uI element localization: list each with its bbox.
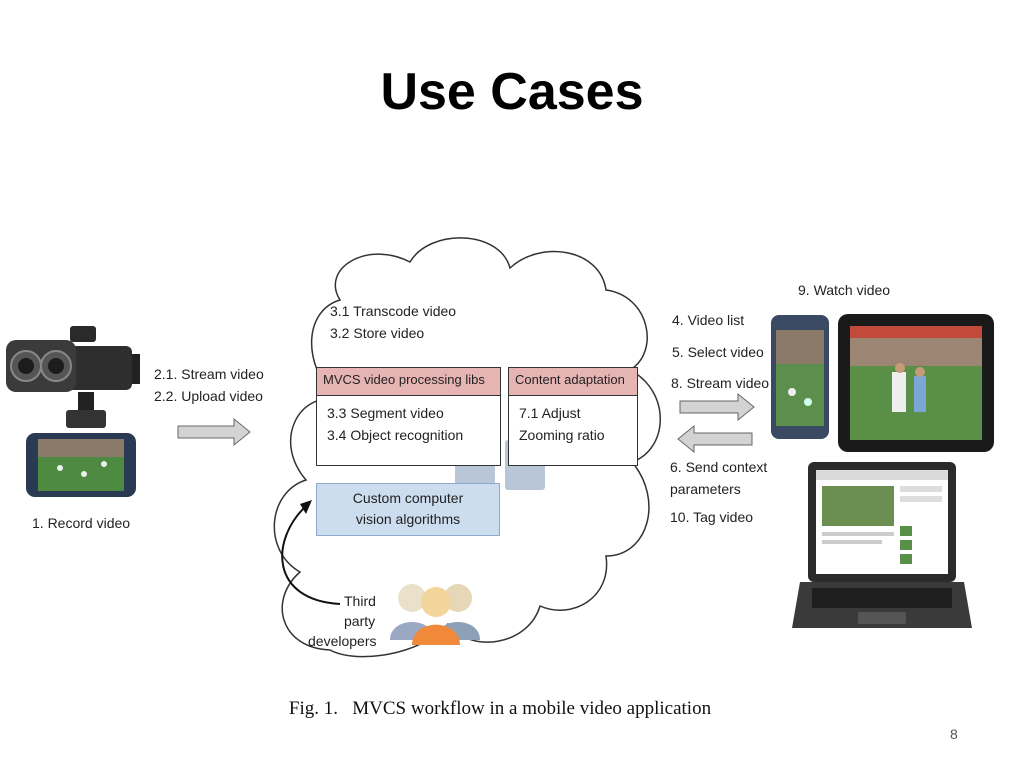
slide-title: Use Cases — [380, 63, 644, 121]
store-label: 3.2 Store video — [330, 325, 425, 341]
developers-people-icon — [390, 584, 480, 645]
parameters-label: parameters — [670, 481, 741, 497]
watch-video-label: 9. Watch video — [798, 282, 891, 298]
stream-video-label: 2.1. Stream video — [154, 366, 264, 382]
tag-video-label: 10. Tag video — [670, 509, 754, 525]
upload-arrow — [177, 417, 251, 447]
page-number: 8 — [950, 726, 958, 742]
tablet-icon — [838, 314, 994, 452]
object-recognition-label: 3.4 Object recognition — [327, 427, 464, 443]
stream-arrow-right — [679, 392, 755, 422]
adjust-label: 7.1 Adjust — [519, 405, 581, 421]
transcode-label: 3.1 Transcode video — [330, 303, 457, 319]
smartphone-portrait-icon — [771, 315, 829, 439]
processing-libs-box: MVCS video processing libs 3.3 Segment v… — [316, 367, 501, 466]
select-video-label: 5. Select video — [672, 344, 764, 360]
context-arrow-left — [677, 424, 753, 454]
content-adaptation-box: Content adaptation 7.1 Adjust Zooming ra… — [508, 367, 638, 466]
segment-video-label: 3.3 Segment video — [327, 405, 444, 421]
laptop-icon — [792, 462, 972, 628]
stream-video-right-label: 8. Stream video — [671, 375, 770, 391]
zooming-ratio-label: Zooming ratio — [519, 427, 605, 443]
developer-arrow — [281, 500, 341, 605]
smartphone-icon — [26, 433, 136, 497]
video-camera-icon — [6, 326, 140, 428]
custom-algorithms-line1: Custom computer — [352, 490, 464, 506]
figure-caption: Fig. 1. MVCS workflow in a mobile video … — [288, 698, 712, 719]
third-label: Third — [344, 593, 376, 609]
upload-video-label: 2.2. Upload video — [154, 388, 263, 404]
custom-algorithms-line2: vision algorithms — [355, 511, 461, 527]
party-label: party — [344, 613, 376, 629]
content-adaptation-title: Content adaptation — [509, 368, 637, 396]
custom-algorithms-box: Custom computer vision algorithms — [316, 483, 500, 536]
send-context-label: 6. Send context — [670, 459, 768, 475]
processing-libs-title: MVCS video processing libs — [317, 368, 500, 396]
video-list-label: 4. Video list — [672, 312, 745, 328]
record-video-label: 1. Record video — [32, 515, 131, 531]
developers-label: developers — [308, 633, 377, 649]
